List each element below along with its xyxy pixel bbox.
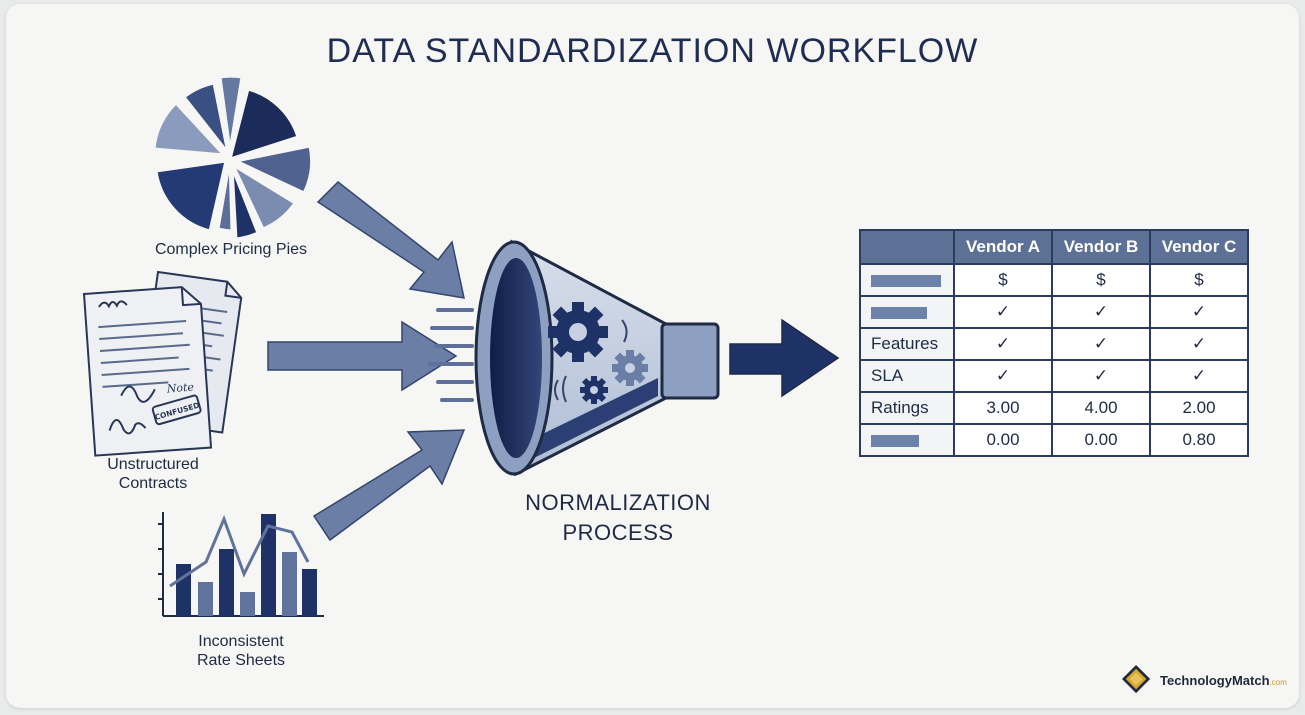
brand-name: TechnologyMatch	[1160, 673, 1270, 688]
label-rate-sheets-line2: Rate Sheets	[156, 651, 326, 670]
table-cell: 0.00	[1052, 424, 1150, 456]
row-label-features: Features	[860, 328, 954, 360]
table-row: Features ✓ ✓ ✓	[860, 328, 1248, 360]
table-corner-cell	[860, 230, 954, 264]
brand-suffix: .com	[1270, 678, 1287, 687]
contracts-icon: Note CONFUSED	[84, 272, 243, 456]
row-label-ratings: Ratings	[860, 392, 954, 424]
check-icon: ✓	[1052, 328, 1150, 360]
check-icon: ✓	[954, 328, 1052, 360]
header-vendor-b: Vendor B	[1052, 230, 1150, 264]
table-cell: $	[1052, 264, 1150, 296]
row-label-placeholder	[860, 264, 954, 296]
technologymatch-logo-icon	[1120, 664, 1154, 694]
placeholder-bar	[871, 307, 927, 319]
arrow-from-rates	[314, 430, 464, 540]
table-row: Ratings 3.00 4.00 2.00	[860, 392, 1248, 424]
check-icon: ✓	[1052, 296, 1150, 328]
label-contracts-line2: Contracts	[68, 474, 238, 493]
header-vendor-c: Vendor C	[1150, 230, 1248, 264]
check-icon: ✓	[1052, 360, 1150, 392]
table-header-row: Vendor A Vendor B Vendor C	[860, 230, 1248, 264]
process-line2: PROCESS	[478, 518, 758, 548]
table-row: $ $ $	[860, 264, 1248, 296]
vendor-comparison-table: Vendor A Vendor B Vendor C $ $ $ ✓ ✓ ✓ F…	[859, 229, 1249, 457]
label-contracts-line1: Unstructured	[68, 455, 238, 474]
table-cell: $	[954, 264, 1052, 296]
label-contracts: Unstructured Contracts	[68, 455, 238, 493]
input-arrows	[268, 182, 464, 540]
check-icon: ✓	[1150, 328, 1248, 360]
table-row: ✓ ✓ ✓	[860, 296, 1248, 328]
check-icon: ✓	[1150, 296, 1248, 328]
table-cell: 0.80	[1150, 424, 1248, 456]
check-icon: ✓	[1150, 360, 1248, 392]
pricing-pie-icon	[154, 76, 312, 239]
gear-small-icon	[580, 376, 608, 404]
rate-sheet-chart-icon	[158, 512, 324, 616]
placeholder-bar	[871, 275, 941, 287]
check-icon: ✓	[954, 360, 1052, 392]
gear-medium-icon	[612, 350, 648, 386]
arrow-from-contracts	[268, 322, 456, 390]
table-row: 0.00 0.00 0.80	[860, 424, 1248, 456]
row-label-placeholder	[860, 296, 954, 328]
contract-note-text: Note	[165, 381, 195, 396]
table-cell: 2.00	[1150, 392, 1248, 424]
label-rate-sheets-line1: Inconsistent	[156, 632, 326, 651]
label-normalization-process: NORMALIZATION PROCESS	[478, 488, 758, 548]
placeholder-bar	[871, 435, 919, 447]
row-label-placeholder	[860, 424, 954, 456]
header-vendor-a: Vendor A	[954, 230, 1052, 264]
label-pricing-pies: Complex Pricing Pies	[126, 240, 336, 259]
diagram-card: DATA STANDARDIZATION WORKFLOW	[6, 4, 1299, 708]
output-arrow-icon	[730, 320, 838, 396]
table-cell: 3.00	[954, 392, 1052, 424]
normalization-funnel-icon	[430, 242, 718, 474]
label-rate-sheets: Inconsistent Rate Sheets	[156, 632, 326, 670]
brand-wordmark: TechnologyMatch.com	[1160, 673, 1287, 688]
check-icon: ✓	[954, 296, 1052, 328]
arrow-from-pies	[318, 182, 464, 298]
gear-large-icon	[548, 302, 608, 362]
table-cell: 0.00	[954, 424, 1052, 456]
table-cell: $	[1150, 264, 1248, 296]
row-label-sla: SLA	[860, 360, 954, 392]
table-cell: 4.00	[1052, 392, 1150, 424]
table-row: SLA ✓ ✓ ✓	[860, 360, 1248, 392]
process-line1: NORMALIZATION	[478, 488, 758, 518]
